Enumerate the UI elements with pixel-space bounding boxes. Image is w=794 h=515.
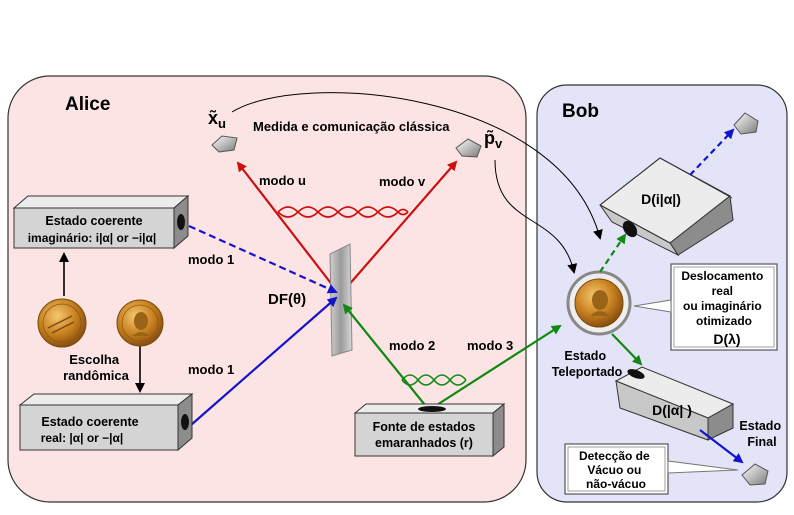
detector-xu <box>211 135 238 153</box>
beam-mode1-imaginary <box>188 224 338 294</box>
entanglement-wave-uv <box>277 206 409 218</box>
mode1-bottom-label: modo 1 <box>188 362 234 377</box>
entanglement-wave-23-b <box>401 374 467 386</box>
detection-box: Detecção de Vácuo ou não-vácuo <box>564 443 669 495</box>
real-state-box: Estado coerente real: |α| or −|α| <box>18 392 194 452</box>
imaginary-state-box: Estado coerente imaginário: i|α| or −i|α… <box>12 194 190 250</box>
imag-displacement-box: D(i|α|) <box>599 157 734 257</box>
detector-bob-top <box>733 112 759 135</box>
alice-title: Alice <box>65 94 110 115</box>
beam-mode-v <box>339 160 458 296</box>
real-box-line1: Estado coerente <box>41 415 138 429</box>
beam-mode-u <box>236 161 341 296</box>
source-box-line2: emaranhados (r) <box>375 436 473 450</box>
classical-link-xu <box>231 92 603 240</box>
bob-title: Bob <box>562 101 599 122</box>
beam-mode3 <box>428 324 562 411</box>
bob-panel <box>536 84 788 503</box>
pv-label: p̃v <box>484 128 503 151</box>
beam-to-bob-detector <box>689 128 735 176</box>
mode3-label: modo 3 <box>467 338 513 353</box>
beam-splitter-label: DF(θ) <box>268 291 306 308</box>
beam-mode2 <box>342 303 430 411</box>
beam-to-final-detector <box>699 429 744 464</box>
detector-final <box>741 463 769 486</box>
mode2-label: modo 2 <box>389 338 435 353</box>
measure-comm-label: Medida e comunicação clássica <box>253 119 450 134</box>
teleported-label: Estado Teleportado <box>552 349 623 379</box>
mode-u-label: modo u <box>259 173 306 188</box>
coin-left-icon <box>37 298 87 348</box>
mode-v-label: modo v <box>379 174 426 189</box>
real-displacement-box: D(|α| ) <box>614 366 735 441</box>
detection-pointer <box>667 460 739 474</box>
real-displacement-label: D(|α| ) <box>652 402 692 418</box>
final-state-label: Estado Final <box>739 419 784 449</box>
mode1-top-label: modo 1 <box>188 252 234 267</box>
beam-to-real-displacement <box>611 333 643 366</box>
imaginary-box-line2: imaginário: i|α| or −i|α| <box>28 231 157 245</box>
beam-mode1-real <box>190 296 338 426</box>
beam-to-imag-displacement <box>599 233 627 273</box>
entanglement-wave-uv-b <box>277 206 409 218</box>
imag-displacement-label: D(i|α|) <box>641 191 681 207</box>
svg-text:Deslocamento real: Deslocamento real ou imaginário otimizad… <box>681 269 766 328</box>
beam-splitter <box>329 243 353 357</box>
svg-text:Detecção de Vácuo ou: Detecção de Vácuo ou não-vácuo <box>579 449 653 491</box>
optimized-pointer <box>633 299 672 313</box>
optimized-math: D(λ) <box>713 331 740 347</box>
classical-link-pv <box>494 159 578 274</box>
source-box-line1: Fonte de estados <box>373 420 476 434</box>
real-box-line2: real: |α| or −|α| <box>41 431 124 445</box>
coin-right-icon <box>116 299 164 347</box>
detector-pv <box>455 138 482 158</box>
xu-label: x̃u <box>208 108 226 131</box>
teleported-state-coin-icon <box>566 270 632 336</box>
optimized-displacement-box: Deslocamento real ou imaginário otimizad… <box>670 263 778 351</box>
random-choice-label: Escolha randômica <box>63 352 130 383</box>
imaginary-box-line1: Estado coerente <box>45 214 142 228</box>
entangled-source-box: Fonte de estados emaranhados (r) <box>353 402 506 458</box>
